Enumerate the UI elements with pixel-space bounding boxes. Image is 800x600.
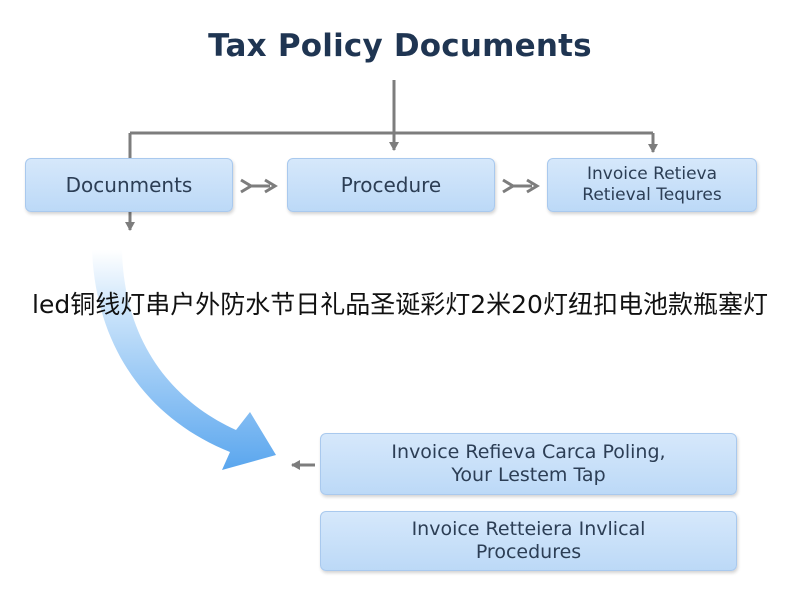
diagram-title: Tax Policy Documents <box>208 28 592 64</box>
big-curved-arrow <box>92 250 276 470</box>
procedure-box: Procedure <box>287 158 495 212</box>
double-arrow-1 <box>240 178 278 194</box>
overlay-product-text: led铜线灯串户外防水节日礼品圣诞彩灯2米20灯纽扣电池款瓶塞灯 <box>32 290 768 319</box>
invoice-retrieval-label: Invoice Retieva Retieval Tequres <box>582 164 722 205</box>
documents-label: Docunments <box>65 173 193 197</box>
invoice-procedures-box: Invoice Retteiera Invlical Procedures <box>320 511 737 571</box>
double-arrow-2 <box>502 178 540 194</box>
invoice-retrieval-box: Invoice Retieva Retieval Tequres <box>547 158 757 212</box>
invoice-polling-label: Invoice Refieva Carca Poling, Your Leste… <box>391 441 666 486</box>
invoice-polling-box: Invoice Refieva Carca Poling, Your Leste… <box>320 433 737 495</box>
invoice-procedures-label: Invoice Retteiera Invlical Procedures <box>411 518 646 563</box>
procedure-label: Procedure <box>340 173 442 197</box>
documents-box: Docunments <box>25 158 233 212</box>
